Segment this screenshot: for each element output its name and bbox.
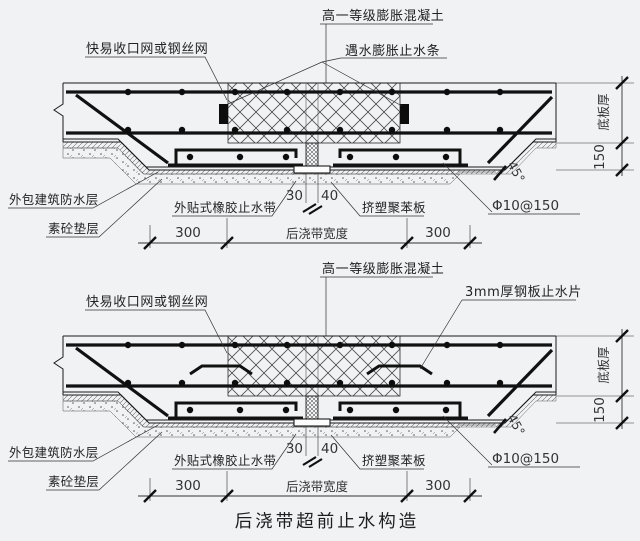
label-steel-plate-waterstop: 3mm厚钢板止水片	[465, 285, 582, 300]
drawing-title: 后浇带超前止水构造	[235, 512, 420, 532]
dim-300-left: 300	[175, 225, 201, 241]
steel-plate-leader	[419, 299, 576, 370]
dim-30: 30	[286, 441, 303, 457]
label-waterproofing-layer: 外包建筑防水层	[9, 445, 99, 460]
dim-30: 30	[286, 188, 303, 204]
dim-150: 150	[592, 144, 608, 170]
label-expansion-concrete: 高一等级膨胀混凝土	[322, 8, 444, 24]
label-xps-board: 挤塑聚苯板	[362, 200, 426, 215]
dim-40: 40	[321, 441, 338, 457]
dim-150: 150	[592, 397, 608, 423]
dim-300-right: 300	[425, 478, 451, 494]
detail-top: 快易收口网或钢丝网 高一等级膨胀混凝土 遇水膨胀止水条 外包建筑防水层 素砼垫层…	[6, 8, 636, 251]
steel-plate-waterstop-right	[366, 364, 433, 376]
label-strip-width: 后浇带宽度	[286, 479, 348, 494]
label-waterproofing-layer: 外包建筑防水层	[9, 192, 99, 207]
label-expansion-concrete: 高一等级膨胀混凝土	[322, 261, 444, 277]
label-slope-angle: 45°	[505, 412, 529, 438]
label-slope-angle: 45°	[505, 159, 529, 185]
label-slab-thickness: 底板厚	[596, 346, 611, 383]
label-strip-width: 后浇带宽度	[286, 226, 348, 241]
water-swelling-strip-right	[400, 104, 409, 124]
water-swelling-strip-left	[219, 104, 228, 124]
label-cushion: 素砼垫层	[48, 474, 99, 489]
label-rubber-waterstop: 外贴式橡胶止水带	[174, 200, 276, 215]
label-rubber-waterstop: 外贴式橡胶止水带	[174, 453, 276, 468]
label-closure-mesh: 快易收口网或钢丝网	[86, 295, 208, 310]
label-cushion: 素砼垫层	[48, 221, 99, 236]
dim-300-left: 300	[175, 478, 201, 494]
label-rebar-spec: Φ10@150	[492, 198, 559, 214]
water-swelling-strip-leader	[227, 57, 447, 107]
label-xps-board: 挤塑聚苯板	[362, 453, 426, 468]
label-slab-thickness: 底板厚	[596, 93, 611, 130]
label-rebar-spec: Φ10@150	[492, 451, 559, 467]
detail-bottom: 快易收口网或钢丝网 高一等级膨胀混凝土 3mm厚钢板止水片 外包建筑防水层 素砼…	[6, 261, 636, 504]
label-closure-mesh: 快易收口网或钢丝网	[86, 42, 208, 57]
label-water-swelling-strip: 遇水膨胀止水条	[345, 43, 440, 59]
dim-40: 40	[321, 188, 338, 204]
steel-plate-waterstop-left	[189, 364, 253, 376]
dim-300-right: 300	[425, 225, 451, 241]
